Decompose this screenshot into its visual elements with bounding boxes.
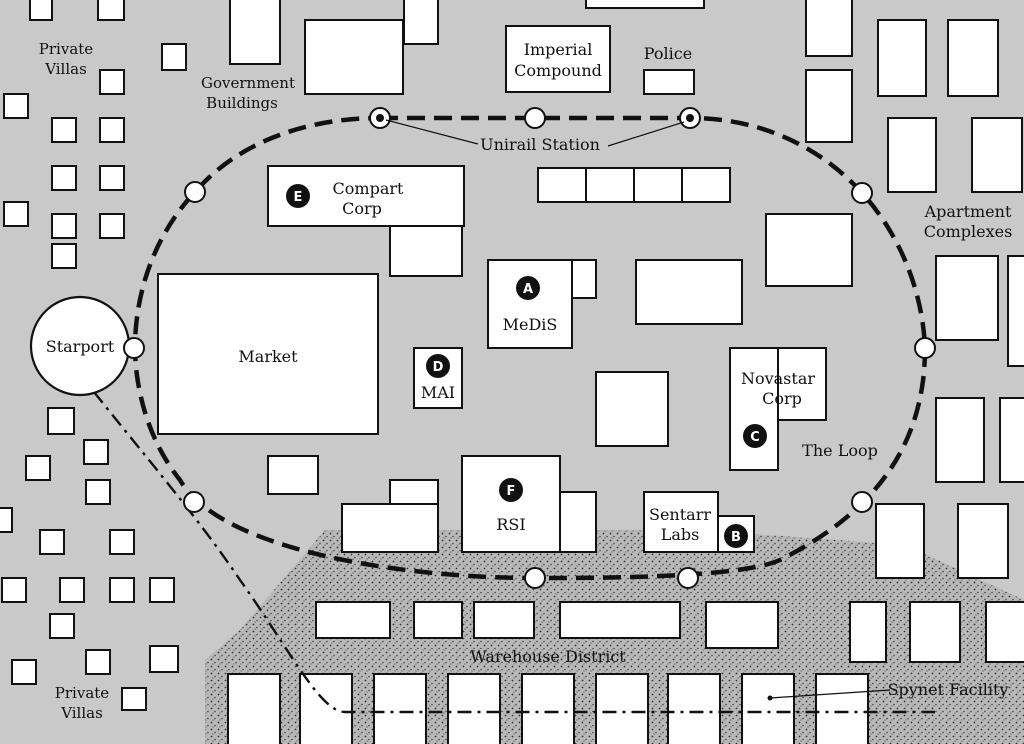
marker-e[interactable]: E bbox=[286, 184, 310, 208]
warehouse-district-label: Warehouse District bbox=[470, 647, 626, 666]
private-villas-north-label-1: Private bbox=[39, 40, 94, 58]
private-villas-south-label-1: Private bbox=[55, 684, 110, 702]
police-building bbox=[643, 69, 695, 95]
marker-d-letter: D bbox=[433, 360, 444, 375]
unirail-stations bbox=[123, 107, 936, 589]
marker-b[interactable]: B bbox=[724, 524, 748, 548]
the-loop-label: The Loop bbox=[802, 441, 878, 460]
unirail-station-label: Unirail Station bbox=[480, 135, 600, 154]
spynet-line bbox=[93, 391, 935, 714]
imperial-compound-label-1: Imperial bbox=[524, 40, 593, 59]
spynet-point bbox=[767, 695, 773, 701]
warehouse-buildings bbox=[227, 601, 869, 744]
marker-c-letter: C bbox=[750, 430, 760, 445]
mai-label: MAI bbox=[421, 383, 455, 402]
police-label: Police bbox=[644, 44, 692, 63]
spynet-facility-label: Spynet Facility bbox=[888, 680, 1009, 699]
villa-buildings bbox=[0, 43, 187, 711]
marker-c[interactable]: C bbox=[743, 424, 767, 448]
marker-e-letter: E bbox=[294, 190, 303, 205]
sentarr-labs-label-2: Labs bbox=[661, 525, 700, 544]
rsi-label: RSI bbox=[496, 515, 525, 534]
marker-b-letter: B bbox=[731, 530, 741, 545]
private-villas-south-label-2: Villas bbox=[60, 704, 103, 722]
government-buildings-label-2: Buildings bbox=[206, 94, 278, 112]
top-buildings bbox=[29, 0, 1023, 193]
marker-f[interactable]: F bbox=[499, 478, 523, 502]
marker-d[interactable]: D bbox=[426, 354, 450, 378]
marker-a[interactable]: A bbox=[516, 276, 540, 300]
marker-f-letter: F bbox=[507, 484, 516, 499]
market-label: Market bbox=[238, 347, 298, 366]
marker-a-letter: A bbox=[523, 282, 533, 297]
apartment-buildings bbox=[765, 213, 1024, 663]
private-villas-north-label-2: Villas bbox=[44, 60, 87, 78]
novastar-corp-label-1: Novastar bbox=[741, 369, 815, 388]
loop-buildings bbox=[157, 165, 827, 553]
starport-label: Starport bbox=[46, 337, 115, 356]
government-buildings-label-1: Government bbox=[201, 74, 295, 92]
imperial-compound-building bbox=[505, 25, 611, 93]
apartment-complexes-label-1: Apartment bbox=[924, 202, 1012, 221]
medis-label: MeDiS bbox=[503, 315, 558, 334]
compart-corp-label-2: Corp bbox=[342, 199, 382, 218]
sentarr-labs-label-1: Sentarr bbox=[649, 505, 711, 524]
unirail-loop bbox=[132, 115, 928, 581]
compart-corp-label-1: Compart bbox=[333, 179, 404, 198]
apartment-complexes-label-2: Complexes bbox=[924, 222, 1013, 241]
imperial-compound-label-2: Compound bbox=[514, 61, 602, 80]
leader-lines bbox=[385, 119, 891, 699]
novastar-corp-label-2: Corp bbox=[762, 389, 802, 408]
